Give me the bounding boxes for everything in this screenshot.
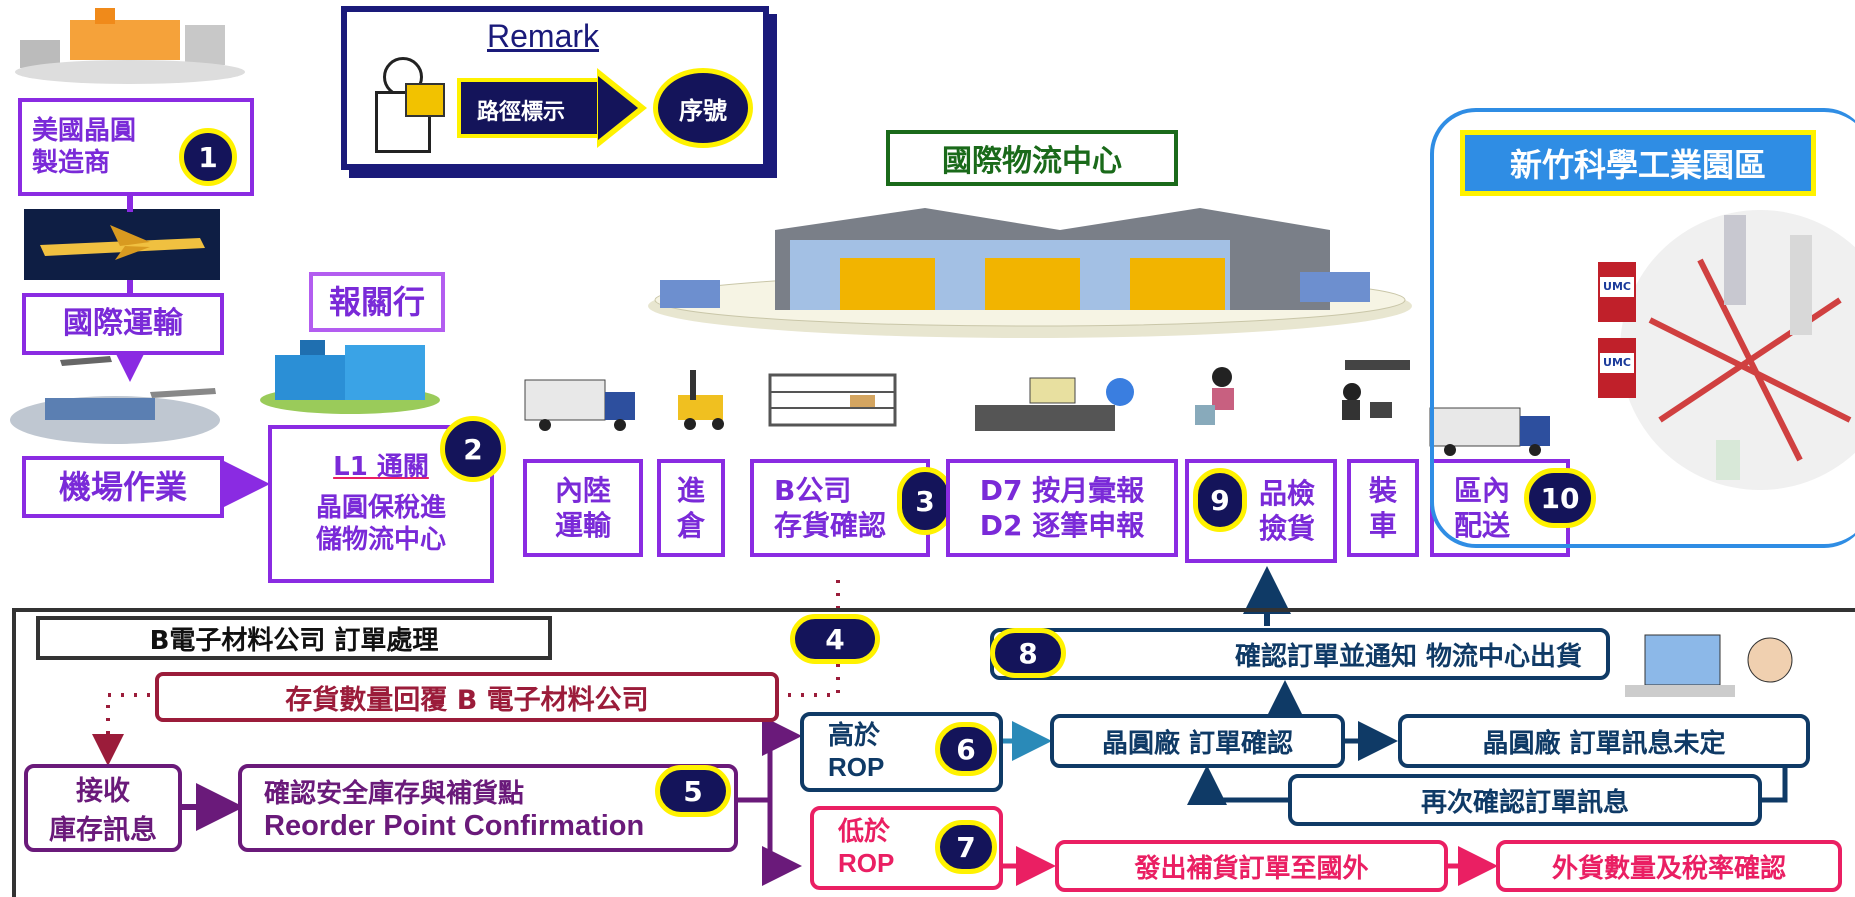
park-company-text: UMC bbox=[1603, 280, 1631, 293]
science-park-frame bbox=[1430, 108, 1855, 548]
reorder-abroad-box: 發出補貨訂單至國外 bbox=[1055, 840, 1448, 892]
step-8-badge: 8 bbox=[990, 628, 1066, 678]
messaging-operator-icon bbox=[1625, 634, 1793, 697]
fab-confirm-label: 晶圓廠 訂單確認 bbox=[1101, 728, 1294, 759]
delivery-line1: 區內 bbox=[1454, 474, 1511, 507]
inspect-line2: 撿貨 bbox=[1258, 512, 1315, 545]
logistics-center-text: 國際物流中心 bbox=[942, 144, 1122, 179]
science-park-text: 新竹科學工業園區 bbox=[1509, 146, 1766, 184]
truck-icon bbox=[1429, 407, 1550, 456]
report-line1: D7 按月彙報 bbox=[979, 474, 1145, 507]
warehouse-in-line1: 進 bbox=[676, 474, 705, 507]
science-park-label: 新竹科學工業園區 bbox=[1460, 130, 1816, 196]
remark-legend: Remark 路徑標示 序號 bbox=[341, 6, 769, 170]
fab-undecided-box: 晶圓廠 訂單訊息未定 bbox=[1398, 714, 1810, 768]
sequence-badge-label: 序號 bbox=[679, 96, 727, 125]
step-3-badge: 3 bbox=[897, 467, 953, 535]
factory-illustration bbox=[15, 8, 245, 84]
below-rop-box: 低於 ROP bbox=[810, 806, 1003, 890]
report-box: D7 按月彙報 D2 逐筆申報 bbox=[946, 459, 1178, 557]
route-arrow-label: 路徑標示 bbox=[477, 100, 566, 125]
park-company-tag: UMC bbox=[1600, 353, 1634, 373]
above-rop-line2: ROP bbox=[828, 752, 885, 782]
ship-notice-label: 確認訂單並通知 物流中心出貨 bbox=[1234, 641, 1582, 672]
reply-box: 存貨數量回覆 B 電子材料公司 bbox=[155, 672, 779, 722]
inland-line2: 運輸 bbox=[554, 509, 611, 542]
computer-operator-icon bbox=[975, 377, 1134, 431]
reconfirm-label: 再次確認訂單訊息 bbox=[1420, 787, 1629, 818]
warehouse-in-box: 進 倉 bbox=[657, 459, 725, 557]
step-2-badge: 2 bbox=[440, 416, 506, 482]
airplane-picture bbox=[24, 209, 220, 280]
rop-confirm-box: 確認安全庫存與補貨點 Reorder Point Confirmation bbox=[238, 764, 738, 852]
loader-icon bbox=[1342, 360, 1410, 420]
rop-confirm-line2: Reorder Point Confirmation bbox=[264, 810, 645, 842]
foreign-check-box: 外貨數量及稅率確認 bbox=[1496, 840, 1842, 892]
inland-line1: 內陸 bbox=[554, 474, 611, 507]
receive-line1: 接收 bbox=[76, 776, 130, 807]
park-company-text: UMC bbox=[1603, 356, 1631, 369]
step-9-badge: 9 bbox=[1193, 468, 1247, 532]
logistics-center-label: 國際物流中心 bbox=[886, 130, 1178, 186]
airport-box: 機場作業 bbox=[22, 456, 224, 518]
step-7-badge: 7 bbox=[935, 820, 997, 874]
l1-line1: 晶圓保稅進 bbox=[315, 492, 446, 523]
stock-check-line1: B公司 bbox=[774, 474, 852, 507]
foreign-check-label: 外貨數量及稅率確認 bbox=[1551, 853, 1786, 884]
intl-transport-box: 國際運輸 bbox=[22, 293, 224, 355]
l1-line2: 儲物流中心 bbox=[315, 525, 446, 556]
report-line2: D2 逐筆申報 bbox=[979, 509, 1145, 542]
airport-label: 機場作業 bbox=[58, 468, 187, 506]
park-company-tag: UMC bbox=[1600, 277, 1634, 297]
below-rop-line1: 低於 bbox=[838, 816, 891, 847]
loading-line1: 裝 bbox=[1368, 474, 1397, 507]
logistics-center-illustration bbox=[648, 208, 1412, 338]
manufacturer-line2: 製造商 bbox=[32, 148, 111, 178]
warehouse-shelves-icon bbox=[768, 373, 897, 427]
step-6-badge: 6 bbox=[935, 722, 997, 776]
person-icon bbox=[361, 57, 445, 157]
fab-undecided-label: 晶圓廠 訂單訊息未定 bbox=[1482, 728, 1726, 759]
inspector-icon bbox=[1195, 367, 1234, 425]
intl-transport-label: 國際運輸 bbox=[63, 306, 183, 342]
receive-line2: 庫存訊息 bbox=[49, 815, 157, 846]
airport-illustration bbox=[10, 356, 220, 444]
stock-check-line2: 存貨確認 bbox=[774, 509, 887, 542]
l1-title: L1 通關 bbox=[333, 452, 429, 483]
inland-transport-box: 內陸 運輸 bbox=[523, 459, 643, 557]
order-panel bbox=[12, 608, 1855, 897]
ship-notice-box: 確認訂單並通知 物流中心出貨 bbox=[990, 628, 1610, 680]
manufacturer-line1: 美國晶圓 bbox=[32, 115, 137, 146]
step-4-badge: 4 bbox=[790, 614, 880, 664]
above-rop-line1: 高於 bbox=[828, 720, 881, 751]
receive-box: 接收 庫存訊息 bbox=[24, 764, 182, 852]
broker-box: 報關行 bbox=[309, 272, 445, 332]
forklift-icon bbox=[678, 370, 724, 430]
fab-confirm-box: 晶圓廠 訂單確認 bbox=[1050, 714, 1345, 768]
order-panel-title-box: B電子材料公司 訂單處理 bbox=[36, 616, 552, 660]
loading-box: 裝 車 bbox=[1347, 459, 1419, 557]
inspect-line1: 品檢 bbox=[1258, 477, 1315, 510]
sequence-badge: 序號 bbox=[653, 68, 753, 148]
step-10-badge: 10 bbox=[1524, 468, 1596, 528]
loading-line2: 車 bbox=[1368, 509, 1397, 542]
reply-label: 存貨數量回覆 B 電子材料公司 bbox=[285, 684, 649, 716]
warehouse-in-line2: 倉 bbox=[676, 509, 705, 542]
broker-label: 報關行 bbox=[328, 283, 425, 321]
below-rop-line2: ROP bbox=[838, 848, 895, 878]
reconfirm-box: 再次確認訂單訊息 bbox=[1288, 774, 1762, 826]
step-1-badge: 1 bbox=[179, 128, 237, 186]
customs-building-illustration bbox=[260, 340, 440, 414]
rop-confirm-line1: 確認安全庫存與補貨點 bbox=[264, 779, 525, 809]
reorder-abroad-label: 發出補貨訂單至國外 bbox=[1134, 853, 1369, 884]
route-arrow: 路徑標示 bbox=[457, 68, 657, 148]
order-panel-title: B電子材料公司 訂單處理 bbox=[149, 625, 439, 656]
step-5-badge: 5 bbox=[655, 765, 731, 817]
truck-icon bbox=[524, 379, 635, 431]
science-park-illustration bbox=[1598, 210, 1855, 490]
remark-title: Remark bbox=[487, 18, 600, 54]
